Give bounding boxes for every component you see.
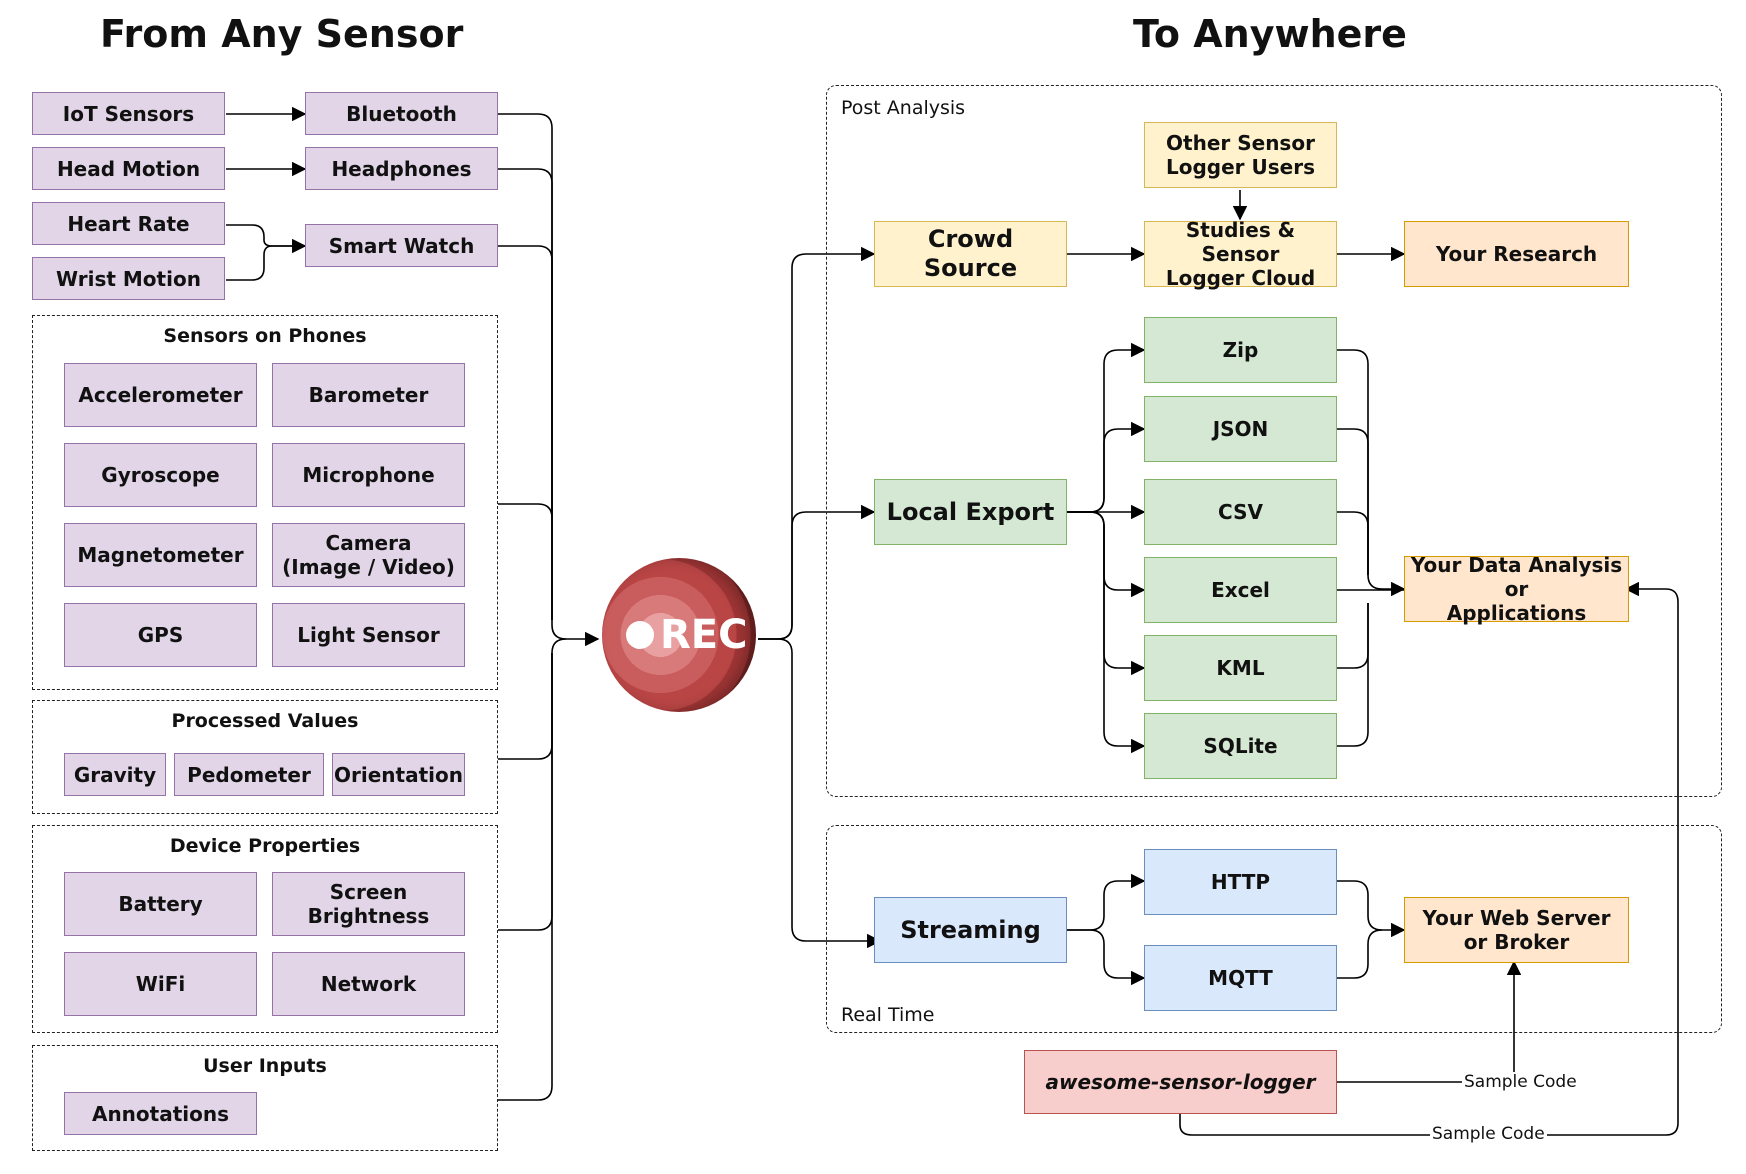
light-sensor-node: Light Sensor bbox=[272, 603, 465, 667]
edge-http-server bbox=[1337, 880, 1406, 938]
iot-sensors-node: IoT Sensors bbox=[32, 92, 225, 135]
headphones-node: Headphones bbox=[305, 147, 498, 190]
real-time-label: Real Time bbox=[841, 1004, 935, 1026]
annotations-node: Annotations bbox=[64, 1092, 257, 1135]
battery-node: Battery bbox=[64, 872, 257, 936]
user-inputs-title: User Inputs bbox=[203, 1055, 327, 1077]
pedometer-node: Pedometer bbox=[174, 753, 324, 796]
edge-smartwatch-rec bbox=[498, 245, 553, 620]
rec-label: REC bbox=[660, 612, 748, 658]
sample-code-label-server: Sample Code bbox=[1462, 1072, 1579, 1092]
edge-json-analysis bbox=[1337, 428, 1369, 575]
edge-rec-local bbox=[758, 504, 876, 640]
camera-node: Camera (Image / Video) bbox=[272, 523, 465, 587]
edge-csv-analysis bbox=[1337, 511, 1369, 575]
your-research-node: Your Research bbox=[1404, 221, 1629, 287]
excel-node: Excel bbox=[1144, 557, 1337, 623]
sqlite-node: SQLite bbox=[1144, 713, 1337, 779]
bluetooth-node: Bluetooth bbox=[305, 92, 498, 135]
edge-phones-rec bbox=[498, 503, 553, 519]
csv-node: CSV bbox=[1144, 479, 1337, 545]
post-analysis-label: Post Analysis bbox=[841, 97, 966, 119]
edge-rec-stream bbox=[758, 638, 882, 949]
real-time-group: Real Time bbox=[826, 825, 1722, 1033]
wrist-motion-node: Wrist Motion bbox=[32, 257, 225, 300]
edge-stream-mqtt bbox=[1066, 929, 1146, 986]
head-motion-node: Head Motion bbox=[32, 147, 225, 190]
smart-watch-node: Smart Watch bbox=[305, 224, 498, 267]
awesome-sensor-logger-node: awesome-sensor-logger bbox=[1024, 1050, 1337, 1114]
record-dot-icon bbox=[626, 621, 654, 649]
local-export-node: Local Export bbox=[874, 479, 1067, 545]
sample-code-label-analysis: Sample Code bbox=[1430, 1124, 1547, 1144]
http-node: HTTP bbox=[1144, 849, 1337, 915]
processed-values-title: Processed Values bbox=[171, 710, 359, 732]
edge-local-sqlite bbox=[1066, 511, 1146, 754]
edge-device-rec bbox=[498, 653, 553, 931]
device-properties-group: Device Properties bbox=[32, 825, 498, 1033]
microphone-node: Microphone bbox=[272, 443, 465, 507]
device-properties-title: Device Properties bbox=[169, 835, 361, 857]
processed-values-group: Processed Values bbox=[32, 700, 498, 814]
kml-node: KML bbox=[1144, 635, 1337, 701]
edge-processed-rec bbox=[498, 638, 567, 760]
other-users-node: Other Sensor Logger Users bbox=[1144, 122, 1337, 188]
user-inputs-group: User Inputs bbox=[32, 1045, 498, 1151]
post-analysis-group: Post Analysis bbox=[826, 85, 1722, 797]
gyroscope-node: Gyroscope bbox=[64, 443, 257, 507]
cloud-node: Studies & Sensor Logger Cloud bbox=[1144, 218, 1337, 290]
edge-heart-smartwatch bbox=[226, 224, 307, 254]
data-analysis-node: Your Data Analysis or Applications bbox=[1404, 553, 1629, 625]
edge-stream-http bbox=[1066, 873, 1146, 931]
orientation-node: Orientation bbox=[332, 753, 465, 796]
gravity-node: Gravity bbox=[64, 753, 166, 796]
edge-awesome-analysis bbox=[1179, 581, 1679, 1136]
crowd-source-node: Crowd Source bbox=[874, 221, 1067, 287]
wifi-node: WiFi bbox=[64, 952, 257, 1016]
gps-node: GPS bbox=[64, 603, 257, 667]
right-heading: To Anywhere bbox=[1133, 12, 1407, 56]
phone-sensors-group: Sensors on Phones bbox=[32, 315, 498, 690]
network-node: Network bbox=[272, 952, 465, 1016]
edge-headphones-rec bbox=[498, 168, 553, 620]
phone-sensors-title: Sensors on Phones bbox=[163, 325, 367, 347]
edge-mqtt-server bbox=[1337, 929, 1383, 979]
magnetometer-node: Magnetometer bbox=[64, 523, 257, 587]
left-heading: From Any Sensor bbox=[100, 12, 464, 56]
edge-sqlite-analysis bbox=[1337, 603, 1369, 747]
mqtt-node: MQTT bbox=[1144, 945, 1337, 1011]
zip-node: Zip bbox=[1144, 317, 1337, 383]
heart-rate-node: Heart Rate bbox=[32, 202, 225, 245]
rec-logo: REC bbox=[602, 558, 756, 712]
streaming-node: Streaming bbox=[874, 897, 1067, 963]
edge-user-rec bbox=[498, 653, 553, 1101]
json-node: JSON bbox=[1144, 396, 1337, 462]
barometer-node: Barometer bbox=[272, 363, 465, 427]
edge-bluetooth-rec bbox=[498, 113, 600, 647]
accelerometer-node: Accelerometer bbox=[64, 363, 257, 427]
edge-wrist-smartwatch bbox=[226, 245, 305, 281]
web-server-node: Your Web Server or Broker bbox=[1404, 897, 1629, 963]
screen-brightness-node: Screen Brightness bbox=[272, 872, 465, 936]
